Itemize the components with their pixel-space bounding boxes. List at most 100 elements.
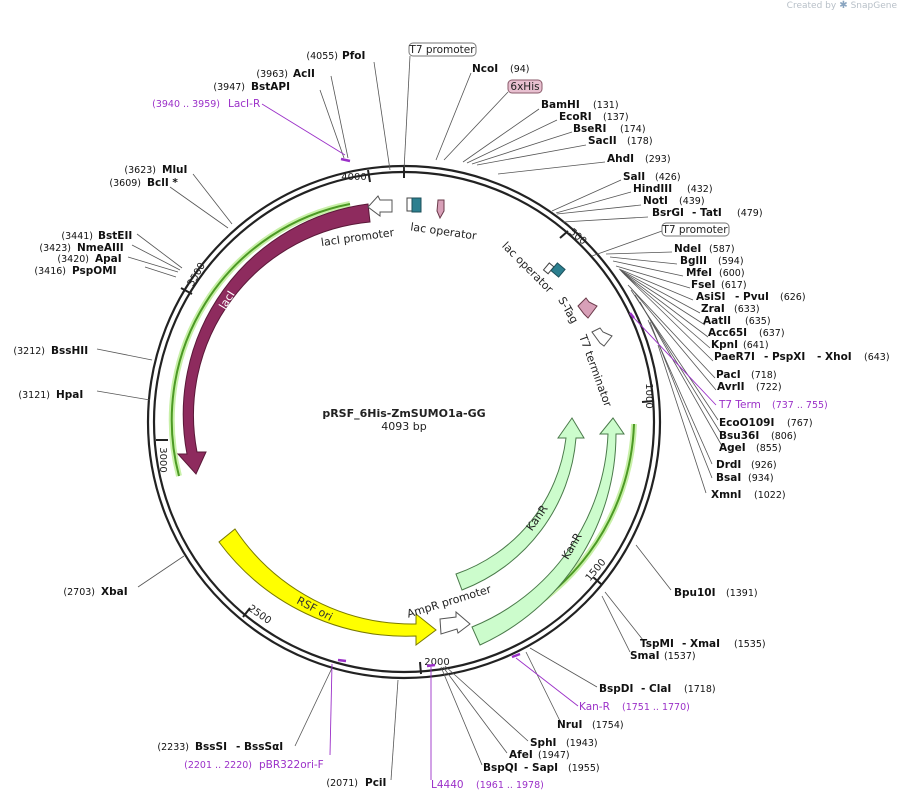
site-bpu10i[interactable]: Bpu10I (1391)	[674, 587, 758, 599]
site-pos-ahdi: (293)	[645, 154, 671, 165]
site-pfoi[interactable]: (4055) PfoI	[306, 50, 365, 62]
site-drdi[interactable]: DrdI (926)	[716, 459, 777, 471]
site-laci-r[interactable]: (3940 .. 3959) LacI-R	[152, 98, 260, 110]
leader-lines	[96, 55, 723, 781]
site-bcli[interactable]: (3609) BclI *	[109, 177, 178, 189]
boxed-text-6xhis: 6xHis	[510, 81, 539, 93]
site-l4440[interactable]: L4440 (1961 .. 1978)	[431, 779, 544, 791]
site-bglii[interactable]: BglII (594)	[680, 255, 744, 267]
site-acli[interactable]: (3963) AclI	[256, 68, 314, 80]
feature-t7-terminator[interactable]: T7 terminator	[576, 327, 615, 409]
site-sphi[interactable]: SphI (1943)	[530, 737, 598, 749]
site-name-bsteii: BstEII	[98, 230, 132, 242]
site-ecoo109i[interactable]: EcoO109I (767)	[719, 417, 813, 429]
site-name-zrai: ZraI	[701, 303, 725, 315]
site-pos-agei: (855)	[756, 443, 782, 454]
site-aatii[interactable]: AatII (635)	[703, 315, 771, 327]
site-bspdi[interactable]: BspDI - ClaI (1718)	[599, 683, 716, 695]
site-pos-avrii: (722)	[756, 382, 782, 393]
site-pos-xmni: (1022)	[754, 490, 786, 501]
site-smai[interactable]: SmaI (1537)	[630, 650, 696, 662]
boxed-label-6xhis[interactable]: 6xHis	[507, 79, 543, 94]
site-nmeaiii[interactable]: (3423) NmeAIII	[39, 242, 123, 254]
site-name-t7-term: T7 Term	[718, 399, 761, 411]
site-pos-mfei: (600)	[719, 268, 745, 279]
boxed-label-t7-promoter-right[interactable]: T7 promoter	[661, 222, 730, 237]
site-hpai[interactable]: (3121) HpaI	[18, 389, 83, 401]
site-fsei[interactable]: FseI (617)	[691, 279, 747, 291]
site-name-pfoi: PfoI	[342, 50, 365, 62]
site-name-paci: PacI	[716, 369, 741, 381]
site-pos-bpu10i: (1391)	[726, 588, 758, 599]
site-bsrgi[interactable]: BsrGI - TatI (479)	[652, 207, 763, 219]
site-paer7i[interactable]: PaeR7I - PspXI - XhoI (643)	[714, 351, 890, 363]
site-kan-r[interactable]: Kan-R (1751 .. 1770)	[579, 701, 690, 713]
site-bsu36i[interactable]: Bsu36I (806)	[719, 430, 797, 442]
site-psppomi[interactable]: (3416) PspOMI	[34, 265, 116, 277]
site-zrai[interactable]: ZraI (633)	[701, 303, 760, 315]
site-sacii[interactable]: SacII (178)	[588, 135, 653, 147]
site-tspmi[interactable]: TspMI - XmaI (1535)	[640, 638, 766, 650]
site-ncoi[interactable]: NcoI (94)	[472, 63, 530, 75]
plasmid-name: pRSF_6His-ZmSUMO1a-GG	[322, 407, 485, 420]
site-pos-pfoi: (4055)	[306, 51, 338, 62]
site-ecori[interactable]: EcoRI (137)	[559, 111, 629, 123]
site-bsssi[interactable]: (2233) BssSI - BssSαI	[157, 741, 283, 753]
site-bsai[interactable]: BsaI (934)	[716, 472, 774, 484]
site-asisi[interactable]: AsiSI - PvuI (626)	[696, 291, 806, 303]
site-ndei[interactable]: NdeI (587)	[674, 243, 735, 255]
site-pos-smai: (1537)	[664, 651, 696, 662]
site-sali[interactable]: SalI (426)	[623, 171, 681, 183]
site-name3-paer7i: - XhoI	[817, 351, 852, 363]
site-mlui[interactable]: (3623) MluI	[124, 164, 187, 176]
site-pos-ecoo109i: (767)	[787, 418, 813, 429]
site-noti[interactable]: NotI (439)	[643, 195, 705, 207]
site-acc65i[interactable]: Acc65I (637)	[708, 327, 785, 339]
feature-lac-operator-right[interactable]: lac operator	[499, 239, 566, 296]
site-apai[interactable]: (3420) ApaI	[57, 253, 121, 265]
site-kpni[interactable]: KpnI (641)	[711, 339, 769, 351]
site-mfei[interactable]: MfeI (600)	[686, 267, 745, 279]
site-bspqi[interactable]: BspQI - SapI (1955)	[483, 762, 600, 774]
site-name-asisi: AsiSI	[696, 291, 725, 303]
site-pos-l4440: (1961 .. 1978)	[476, 780, 544, 791]
site-bsteii[interactable]: (3441) BstEII	[61, 230, 132, 242]
site-ahdi[interactable]: AhdI (293)	[607, 153, 671, 165]
site-bamhi[interactable]: BamHI (131)	[541, 99, 619, 111]
site-bsshii[interactable]: (3212) BssHII	[13, 345, 88, 357]
site-xbai[interactable]: (2703) XbaI	[63, 586, 127, 598]
site-name-paer7i: PaeR7I	[714, 351, 755, 363]
boxed-label-t7-promoter-top[interactable]: T7 promoter	[408, 42, 477, 57]
site-xmni[interactable]: XmnI (1022)	[711, 489, 786, 501]
site-pos-xbai: (2703)	[63, 587, 95, 598]
site-name2-tspmi: - XmaI	[682, 638, 720, 650]
feature-s-tag[interactable]: S-Tag	[555, 295, 598, 326]
site-name2-paer7i: - PspXI	[764, 351, 805, 363]
tick-label-4000: 4000	[341, 172, 366, 183]
site-name-bsrgi: BsrGI	[652, 207, 684, 219]
snapgene-credit: Created by ✱ SnapGene	[787, 0, 897, 11]
site-pbr322ori-f[interactable]: (2201 .. 2220) pBR322ori-F	[184, 759, 324, 771]
site-pos-asisi: (626)	[780, 292, 806, 303]
site-nrui[interactable]: NruI (1754)	[557, 719, 624, 731]
site-bstapi[interactable]: (3947) BstAPI	[213, 81, 290, 93]
site-agei[interactable]: AgeI (855)	[719, 442, 782, 454]
site-name-laci-r: LacI-R	[228, 98, 260, 110]
site-avrii[interactable]: AvrII (722)	[717, 381, 782, 393]
site-pos-acc65i: (637)	[759, 328, 785, 339]
site-name-ncoi: NcoI	[472, 63, 498, 75]
site-hindiii[interactable]: HindIII (432)	[633, 183, 713, 195]
site-beeri[interactable]: BseRI (174)	[573, 123, 646, 135]
site-name-l4440: L4440	[431, 779, 464, 791]
plasmid-length: 4093 bp	[381, 420, 426, 433]
feature-lac-operator-top[interactable]: lac operator	[406, 197, 478, 243]
site-t7-term[interactable]: T7 Term (737 .. 755)	[718, 399, 828, 411]
site-paci[interactable]: PacI (718)	[716, 369, 777, 381]
boxed-text-t7-promoter-right: T7 promoter	[661, 224, 728, 236]
site-pcii[interactable]: (2071) PciI	[326, 777, 386, 789]
site-name-kpni: KpnI	[711, 339, 738, 351]
site-afei[interactable]: AfeI (1947)	[509, 749, 570, 761]
site-name-ecoo109i: EcoO109I	[719, 417, 774, 429]
site-pos-bsrgi: (479)	[737, 208, 763, 219]
